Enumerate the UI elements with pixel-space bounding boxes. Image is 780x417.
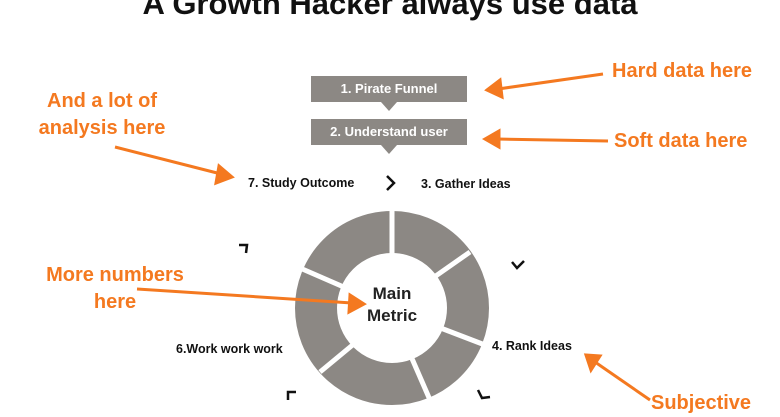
step-box-understand-user: 2. Understand user <box>311 119 467 154</box>
step-rank-ideas: 4. Rank Ideas <box>492 339 572 353</box>
arrow-head <box>484 77 504 100</box>
annotation-more-numbers: More numbers here <box>46 264 184 313</box>
chevron-icon <box>476 389 491 400</box>
arrow-head <box>583 353 603 374</box>
step-study-outcome: 7. Study Outcome <box>248 176 355 190</box>
arrow-head <box>347 292 367 315</box>
chevron-icon <box>286 390 296 400</box>
arrow-subjective <box>594 360 651 402</box>
chevron-icon <box>239 243 249 254</box>
chevron-icon <box>511 260 525 270</box>
main-metric-label: Main Metric <box>366 284 418 325</box>
cycle-ring <box>295 208 489 405</box>
step-box-pirate-funnel: 1. Pirate Funnel <box>311 76 467 111</box>
arrow-soft-data <box>496 137 609 143</box>
diagram-graphics <box>114 72 651 405</box>
annotation-soft-data: Soft data here <box>614 130 748 152</box>
arrow-more-numbers <box>136 287 353 305</box>
arrow-head <box>481 128 501 150</box>
page-title: A Growth Hacker always use data <box>142 0 638 21</box>
arrow-head <box>214 163 235 186</box>
annotation-hard-data: Hard data here <box>612 60 753 82</box>
annotation-analysis: And a lot of analysis here <box>38 90 166 139</box>
annotation-subjective: Subjective <box>651 392 752 414</box>
arrow-hard-data <box>497 72 604 91</box>
step-gather-ideas: 3. Gather Ideas <box>421 177 511 191</box>
step-work: 6.Work work work <box>176 342 283 356</box>
arrow-analysis <box>114 145 226 177</box>
chevron-right-icon <box>386 175 396 191</box>
